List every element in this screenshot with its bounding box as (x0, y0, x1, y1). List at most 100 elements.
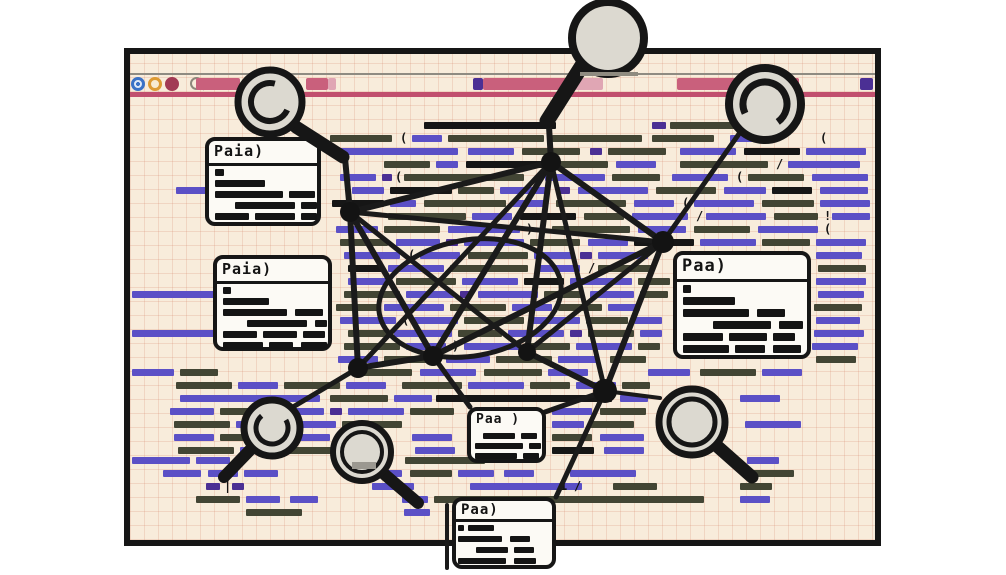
code-line-bar (578, 187, 648, 194)
code-line-bar (747, 457, 779, 464)
code-line-bar (700, 369, 756, 376)
code-line-bar (816, 317, 860, 324)
code-line-bar (552, 135, 642, 142)
address-bar-segment[interactable] (328, 78, 336, 90)
redacted-text-bar (713, 321, 771, 329)
code-line-bar (178, 447, 234, 454)
code-line-bar (608, 148, 666, 155)
address-bar-segment[interactable] (306, 78, 328, 90)
code-line-bar (348, 408, 404, 415)
code-line-bar (232, 483, 244, 490)
code-line-bar (468, 382, 524, 389)
code-line-bar (434, 496, 704, 503)
redacted-text-bar (215, 191, 283, 198)
code-line-bar (446, 356, 490, 363)
redacted-text-bar (468, 525, 494, 531)
redacted-text-bar (289, 191, 315, 198)
code-line-bar (524, 278, 564, 285)
code-line-bar (382, 174, 392, 181)
address-bar-segment[interactable] (196, 78, 240, 90)
code-line-bar (402, 496, 428, 503)
traffic-light-red[interactable] (165, 77, 179, 91)
code-line-bar (534, 252, 574, 259)
address-bar-segment[interactable] (677, 78, 799, 90)
code-line-bar (758, 226, 818, 233)
code-line-bar (816, 252, 862, 259)
code-line-bar (468, 252, 528, 259)
code-line-bar (410, 470, 452, 477)
code-line-bar (330, 395, 388, 402)
code-line-bar (330, 135, 392, 142)
code-line-bar (448, 135, 544, 142)
code-line-bar (814, 304, 862, 311)
code-glyph: ( (820, 131, 828, 145)
code-line-bar (570, 278, 632, 285)
address-bar-segment[interactable] (246, 78, 272, 90)
code-line-bar (338, 356, 378, 363)
code-line-bar (472, 213, 512, 220)
code-glyph: ( (402, 313, 410, 327)
code-line-bar (348, 278, 388, 285)
code-line-bar (464, 239, 524, 246)
code-line-bar (818, 265, 866, 272)
code-line-bar (284, 382, 340, 389)
code-line-bar (384, 226, 440, 233)
code-line-bar (530, 382, 570, 389)
traffic-light-blue[interactable] (131, 77, 145, 91)
code-line-bar (570, 470, 636, 477)
code-line-bar (724, 187, 766, 194)
redacted-text-bar (458, 536, 502, 542)
redacted-text-bar (779, 321, 803, 329)
code-line-bar (284, 408, 324, 415)
code-glyph: ( (395, 170, 403, 184)
address-bar-segment[interactable] (473, 78, 483, 90)
redacted-text-bar (247, 320, 307, 327)
code-line-bar (406, 291, 454, 298)
code-line-bar (246, 496, 280, 503)
code-line-bar (450, 304, 506, 311)
code-glyph: / (574, 479, 582, 493)
code-line-bar (390, 200, 416, 207)
code-line-bar (330, 408, 342, 415)
redacted-text-bar (215, 213, 249, 220)
code-line-bar (806, 148, 866, 155)
code-line-bar (504, 470, 534, 477)
popup-card: Paa) (452, 497, 556, 569)
code-glyph: 1 (540, 222, 548, 236)
code-line-bar (748, 174, 804, 181)
address-bar-segment[interactable] (483, 78, 575, 90)
code-glyph: ( (824, 222, 832, 236)
code-line-bar (458, 470, 494, 477)
address-bar-segment[interactable] (272, 78, 292, 90)
code-line-bar (588, 330, 634, 337)
code-line-bar (466, 161, 552, 168)
code-line-bar (832, 213, 870, 220)
code-line-bar (632, 213, 688, 220)
code-line-bar (544, 291, 584, 298)
code-line-bar (336, 148, 458, 155)
code-line-bar (220, 434, 280, 441)
redacted-text-bar (235, 202, 295, 209)
redacted-text-bar (215, 169, 224, 176)
code-line-bar (458, 187, 494, 194)
code-line-bar (558, 356, 598, 363)
redacted-text-bar (773, 345, 801, 353)
code-line-bar (336, 226, 378, 233)
redacted-text-bar (255, 213, 295, 220)
code-line-bar (818, 291, 864, 298)
code-glyph: ( (736, 170, 744, 184)
redacted-text-bar (223, 342, 263, 349)
code-line-bar (170, 408, 214, 415)
code-line-bar (694, 226, 750, 233)
address-bar-segment[interactable] (575, 78, 603, 90)
code-line-bar (638, 343, 660, 350)
code-line-bar (670, 122, 744, 129)
code-line-bar (600, 434, 644, 441)
redacted-text-bar (223, 287, 231, 294)
code-line-bar (590, 421, 634, 428)
address-bar-segment[interactable] (860, 78, 873, 90)
traffic-light-orange[interactable] (148, 77, 162, 91)
redacted-text-bar (269, 342, 293, 349)
code-line-bar (745, 421, 801, 428)
code-line-bar (448, 226, 520, 233)
